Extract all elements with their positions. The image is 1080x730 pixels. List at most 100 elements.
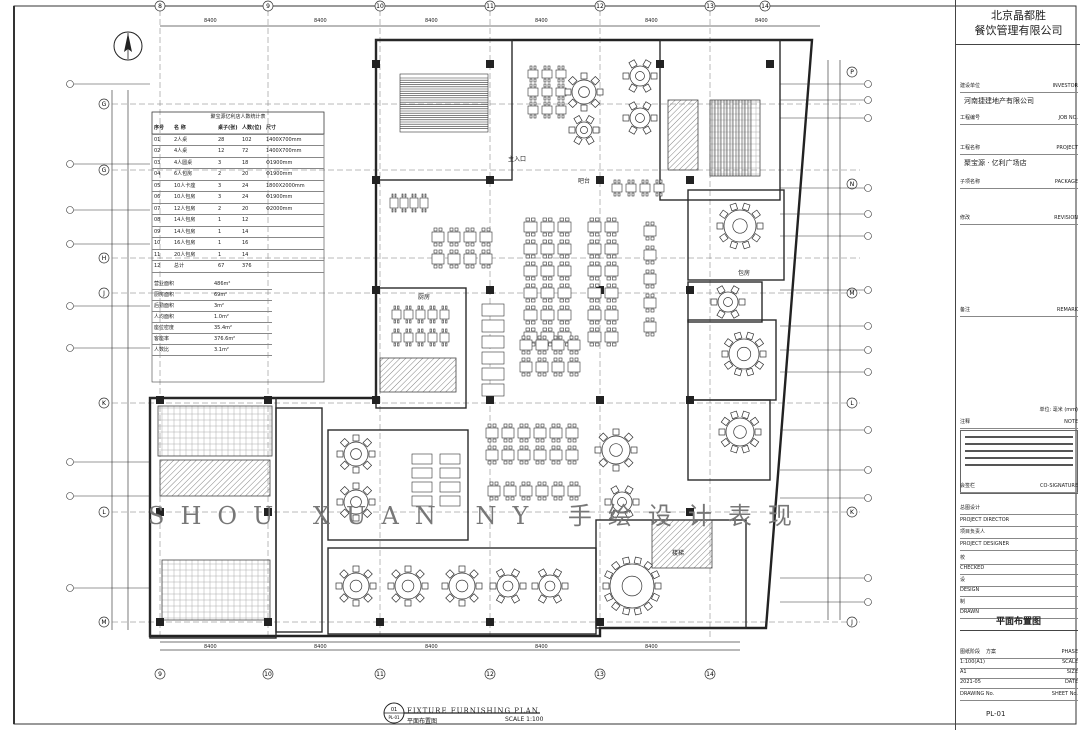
grid-bubble-top: 8: [154, 0, 166, 12]
date-value: 2021-05: [960, 679, 981, 685]
signature-en: CO-SIGNATURE: [1039, 483, 1078, 489]
size-value: A1: [960, 669, 967, 675]
table: [587, 283, 602, 303]
round-table: [602, 556, 662, 616]
sheet-no-en: SHEET No.: [1051, 691, 1078, 697]
round-table: [531, 568, 569, 604]
legend-cell: 06: [154, 194, 161, 200]
table: [427, 305, 438, 324]
design-label: 设: [960, 577, 966, 583]
director-label: 总图设计: [960, 505, 981, 511]
table: [479, 227, 493, 247]
booth: [411, 467, 461, 479]
table: [643, 293, 657, 313]
dimension-label: 8400: [535, 644, 548, 650]
drawing-title: FIXTURE FURNISHING PLAN: [407, 707, 539, 715]
table: [643, 317, 657, 337]
signature-label: 会签栏: [960, 483, 976, 489]
legend-cell: 08: [154, 217, 161, 223]
column: [686, 508, 694, 516]
legend-header-row: 序号名 称桌子(张)人数(位)尺寸: [152, 123, 324, 135]
column: [264, 618, 272, 626]
room-tag: [780, 426, 872, 434]
legend-cell: [264, 250, 322, 261]
table: [523, 217, 538, 237]
table: [501, 423, 515, 443]
table: [535, 481, 549, 501]
dimension-label: 8400: [755, 18, 768, 24]
svg-text:13: 13: [596, 671, 604, 678]
round-table: [336, 434, 376, 474]
round-table: [716, 202, 764, 250]
room-tag: [66, 160, 150, 168]
svg-text:14: 14: [706, 671, 714, 678]
legend-cell: 02: [154, 148, 161, 154]
legend-cell: 24: [242, 182, 249, 189]
svg-text:12: 12: [596, 3, 604, 10]
booth: [411, 495, 461, 507]
column: [596, 176, 604, 184]
table: [604, 283, 619, 303]
table: [463, 249, 477, 269]
dimension-label: 8400: [425, 644, 438, 650]
legend-cell: 18: [242, 159, 249, 166]
room-tag: [780, 466, 872, 474]
table: [519, 357, 533, 377]
grid-bubble-bottom: 11: [374, 668, 386, 680]
jobno-en: JOB NO.: [1058, 115, 1079, 121]
legend-cell: 4人圆桌: [174, 159, 193, 166]
dimension-label: 8400: [314, 18, 327, 24]
svg-text:M: M: [101, 619, 106, 626]
round-table: [336, 482, 376, 522]
structural-columns: [156, 60, 774, 626]
phase-label: 图纸阶段: [960, 649, 981, 655]
grid-bubble-right: K: [846, 506, 858, 518]
table: [604, 327, 619, 347]
dining-tables: [389, 65, 665, 507]
legend-cell: 2: [218, 205, 222, 212]
table: [527, 83, 539, 101]
table: [540, 283, 555, 303]
table: [403, 328, 414, 347]
table: [419, 193, 429, 213]
svg-text:K: K: [850, 509, 855, 516]
director-en: PROJECT DIRECTOR: [960, 517, 1010, 523]
room-tag: [780, 80, 872, 88]
room-tag: [780, 232, 872, 240]
legend-cell: 10人包房: [174, 194, 196, 200]
legend-cell: 24: [242, 194, 249, 200]
size-en: SIZE: [1066, 669, 1078, 675]
grid-bubble-left: J: [98, 287, 110, 299]
table: [391, 328, 402, 347]
legend-cell: 11: [154, 251, 161, 258]
checked-en: CHECKED: [960, 565, 985, 571]
dimension-label: 8400: [645, 18, 658, 24]
notes-box: [960, 430, 1078, 494]
table: [389, 193, 399, 213]
grid-bubble-top: 14: [759, 0, 771, 12]
column: [486, 60, 494, 68]
room-tag: [66, 492, 150, 500]
table: [399, 193, 409, 213]
grid-bubble-bottom: 14: [704, 668, 716, 680]
table: [653, 179, 665, 197]
round-tables: [335, 59, 767, 616]
svg-text:12: 12: [486, 671, 494, 678]
legend-cell: [264, 227, 322, 238]
room-tag: [66, 240, 150, 248]
table: [540, 217, 555, 237]
column: [264, 396, 272, 404]
note-en: NOTE: [1064, 419, 1078, 425]
booth: [481, 303, 505, 317]
legend-cell: 序号: [154, 125, 165, 131]
legend-cell: Φ1900mm: [266, 171, 293, 177]
